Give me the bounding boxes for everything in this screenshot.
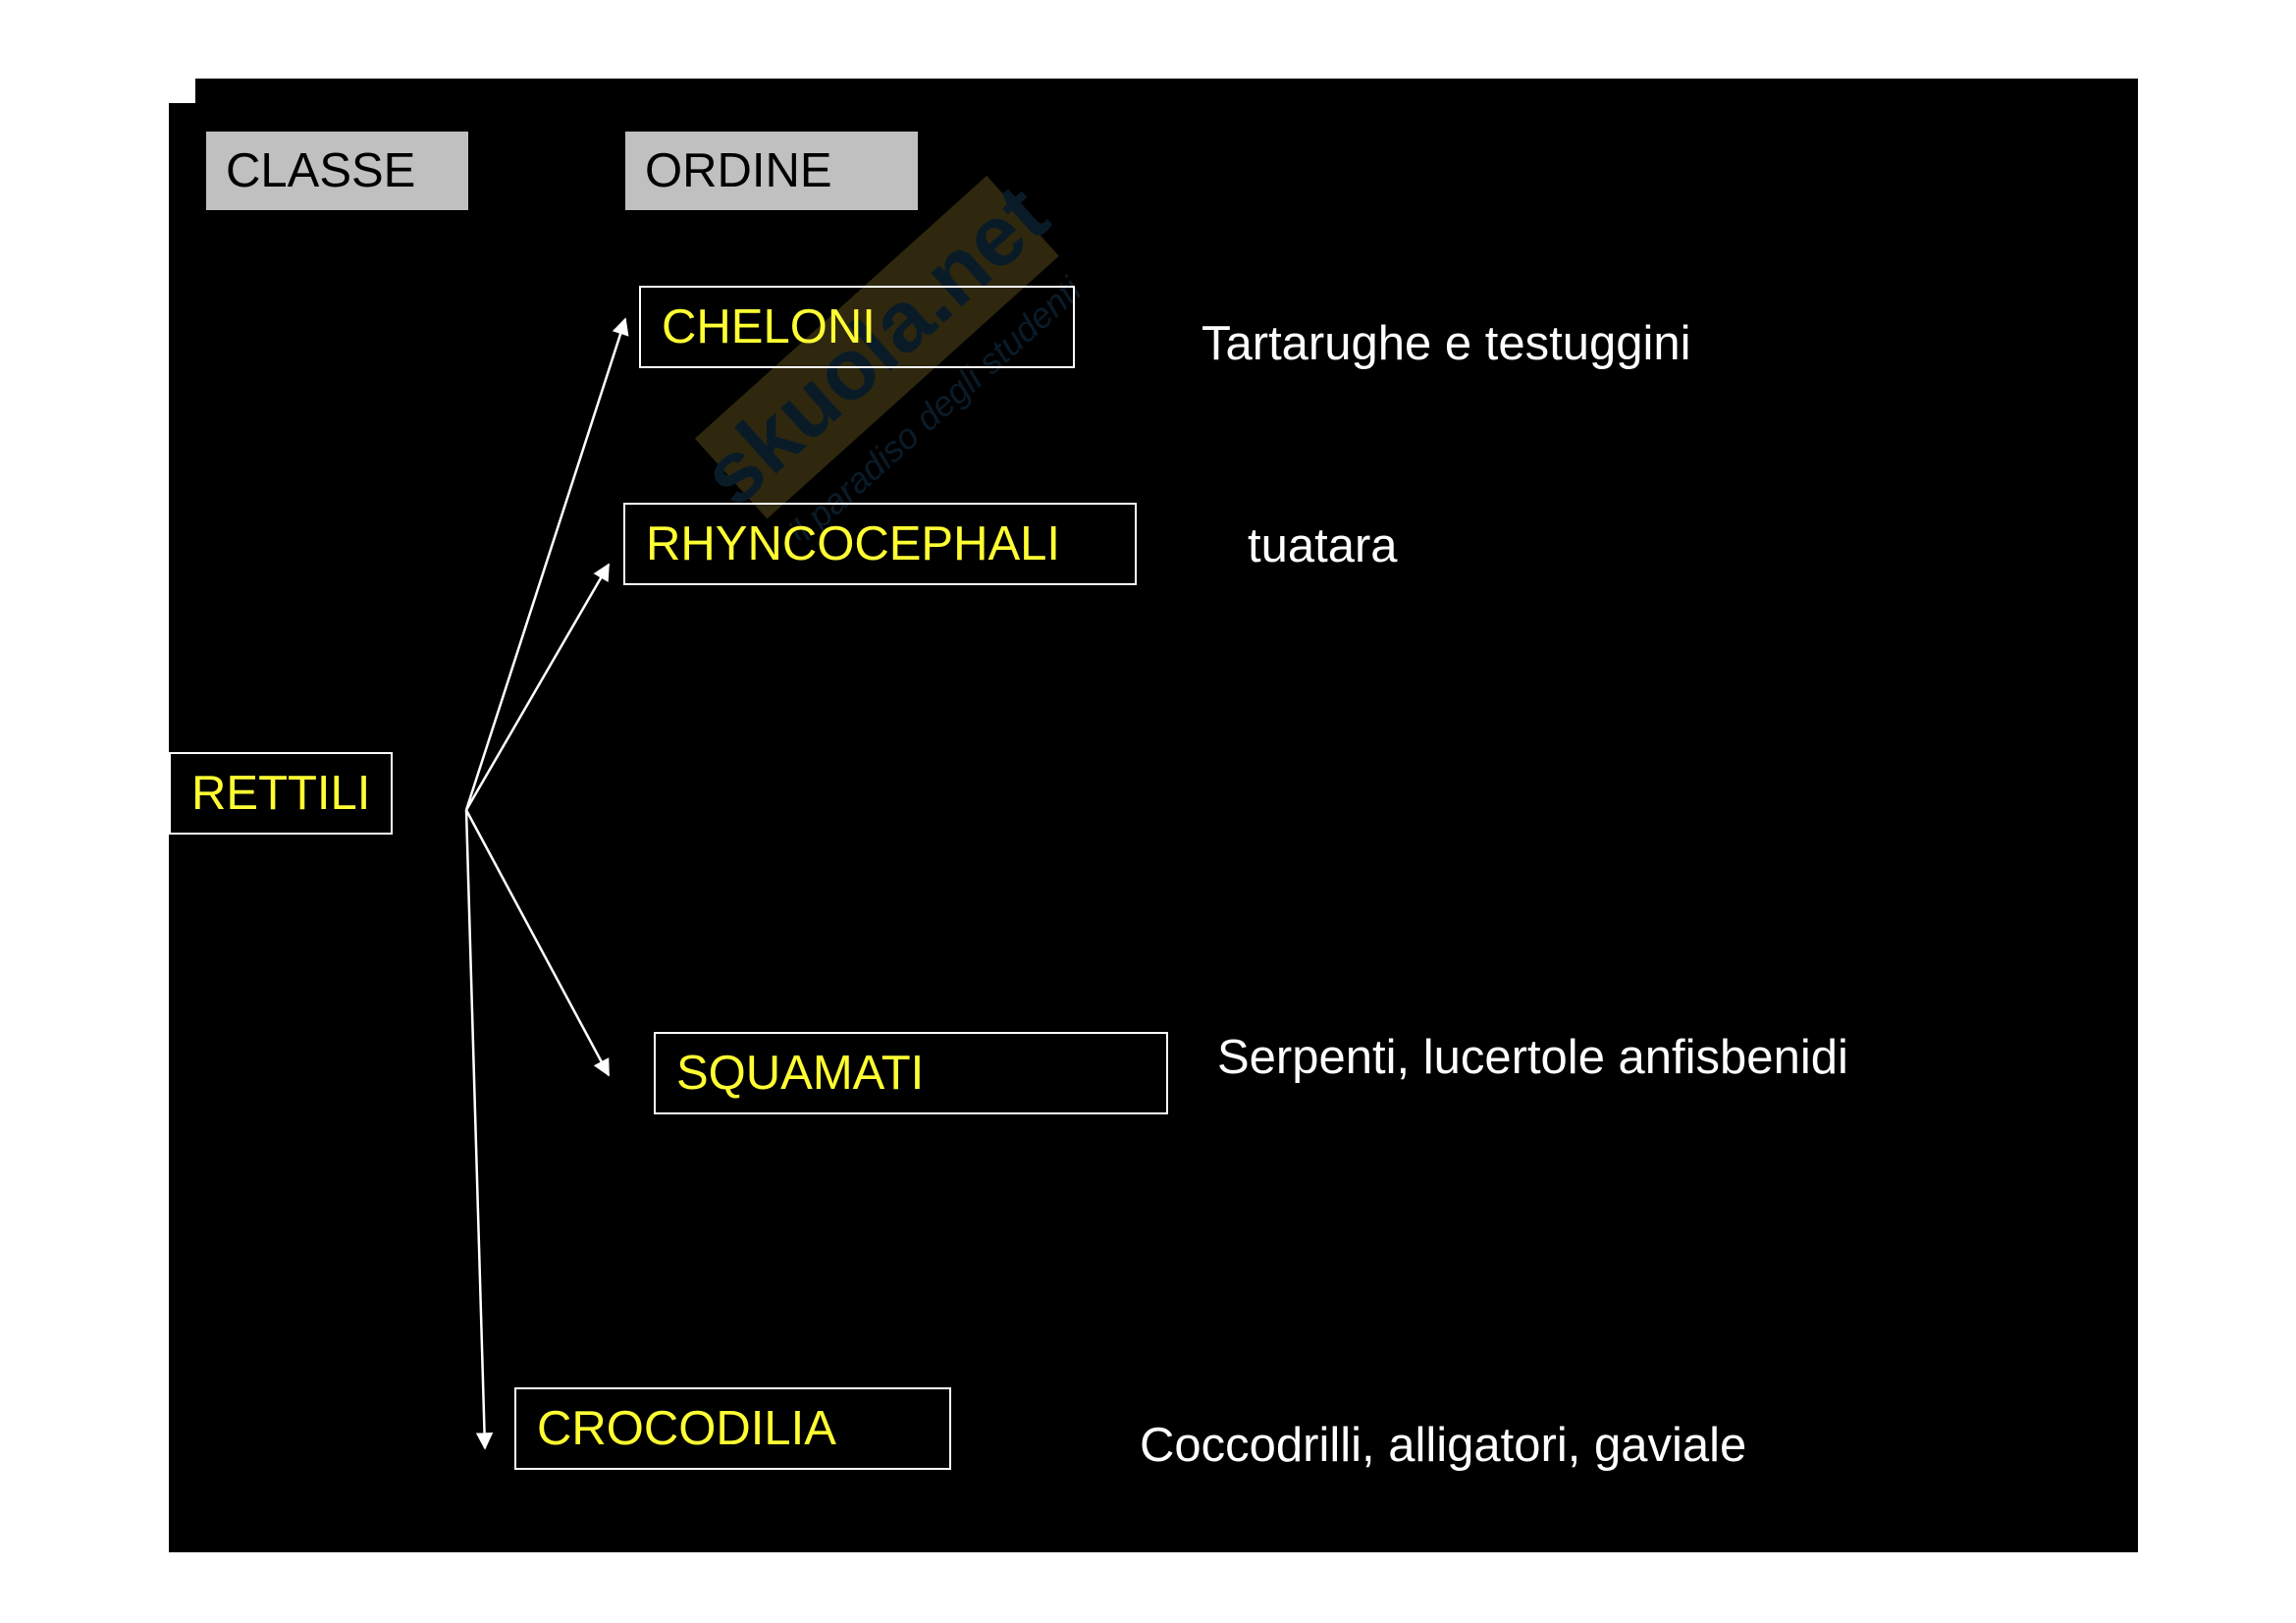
class-column-header: CLASSE xyxy=(206,132,468,210)
class-node-rettili: RETTILI xyxy=(169,752,393,835)
slide-corner-notch xyxy=(169,79,195,103)
description-squamati: Serpenti, lucertole anfisbenidi xyxy=(1217,1031,1848,1084)
description-cheloni: Tartarughe e testuggini xyxy=(1201,317,1691,370)
arrow-to-squamati xyxy=(464,809,611,1077)
order-column-header: ORDINE xyxy=(625,132,918,210)
watermark-band xyxy=(694,176,1059,519)
arrow-to-rhyncocephali xyxy=(464,563,611,811)
arrow-to-cheloni xyxy=(464,317,629,811)
skuola-watermark-logo: skuola.net il paradiso degli studenti xyxy=(683,166,1090,540)
description-rhyncocephali: tuatara xyxy=(1248,519,1398,572)
description-crocodilia: Coccodrilli, alligatori, gaviale xyxy=(1140,1419,1747,1472)
order-node-rhyncocephali: RHYNCOCEPHALI xyxy=(623,503,1137,585)
order-node-crocodilia: CROCODILIA xyxy=(514,1387,951,1470)
arrow-to-crocodilia xyxy=(464,809,494,1450)
order-node-squamati: SQUAMATI xyxy=(654,1032,1168,1114)
slide-background xyxy=(169,79,2138,1552)
order-node-cheloni: CHELONI xyxy=(639,286,1075,368)
